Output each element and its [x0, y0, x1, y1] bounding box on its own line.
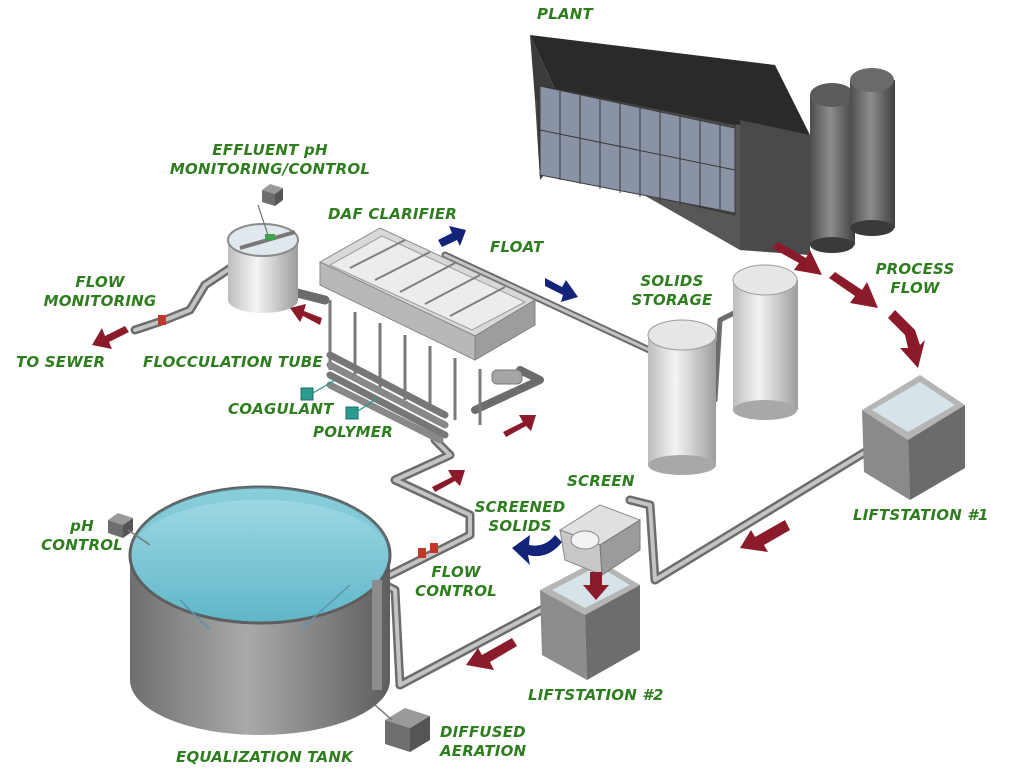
arrow-tank-up-2 — [503, 415, 536, 437]
plant-silos — [810, 68, 895, 253]
label-plant: PLANT — [537, 5, 595, 23]
label-liftstation-1: LIFTSTATION #1 — [853, 506, 989, 524]
label-flocculation-tube: FLOCCULATION TUBE — [143, 353, 323, 371]
label-flow-control-line2: CONTROL — [415, 582, 497, 600]
arrow-screen-down — [583, 572, 609, 600]
diffused-aeration-box — [374, 704, 430, 752]
label-flow-monitoring-line2: MONITORING — [44, 292, 157, 310]
label-diffused-aeration-line1: DIFFUSED — [440, 723, 526, 741]
label-to-sewer: TO SEWER — [16, 353, 105, 371]
label-solids-storage-line2: STORAGE — [632, 291, 713, 309]
label-daf-clarifier: DAF CLARIFIER — [328, 205, 457, 223]
label-coagulant: COAGULANT — [228, 400, 335, 418]
flow-monitoring-valve — [158, 315, 166, 325]
label-equalization-tank: EQUALIZATION TANK — [176, 748, 354, 766]
label-ph-control-line2: CONTROL — [41, 536, 123, 554]
label-process-flow-line2: FLOW — [890, 279, 941, 297]
arrow-float-2 — [545, 278, 578, 302]
label-float: FLOAT — [490, 238, 545, 256]
label-solids-storage-line1: SOLIDS — [640, 272, 703, 290]
flow-control-valve — [418, 543, 438, 558]
label-flow-monitoring-line1: FLOW — [75, 273, 126, 291]
label-effluent-ph-line1: EFFLUENT pH — [212, 141, 328, 159]
float-arrows — [438, 226, 578, 565]
label-effluent-ph-line2: MONITORING/CONTROL — [170, 160, 370, 178]
process-flow-arrows — [92, 242, 925, 670]
arrow-screened-solids — [512, 535, 562, 565]
screen-unit — [558, 504, 642, 576]
polymer-feed-box — [345, 397, 379, 420]
liftstation-1 — [862, 375, 965, 500]
daf-clarifier — [318, 227, 537, 425]
arrow-float-1 — [438, 226, 466, 247]
equalization-tank — [128, 485, 392, 735]
label-flow-control-line1: FLOW — [431, 563, 482, 581]
arrow-daf-to-effluent — [290, 304, 322, 325]
arrow-tank-up-1 — [432, 470, 465, 492]
arrow-to-sewer — [92, 326, 129, 349]
effluent-ph-tank — [227, 184, 299, 313]
arrow-liftstation1 — [740, 520, 790, 552]
label-liftstation-2: LIFTSTATION #2 — [528, 686, 664, 704]
flocculation-tube — [326, 351, 449, 444]
label-diffused-aeration-line2: AERATION — [439, 742, 527, 760]
solids-storage-tanks — [647, 264, 798, 475]
pipe-liftstation2-to-tank — [380, 580, 565, 690]
arrow-liftstation2 — [466, 638, 517, 670]
arrow-plant-2 — [829, 272, 878, 308]
label-polymer: POLYMER — [313, 423, 393, 441]
ph-control-box — [108, 513, 151, 546]
label-screened-solids-line1: SCREENED — [475, 498, 566, 516]
arrow-curve-down — [888, 310, 925, 368]
labels: PLANT EFFLUENT pH MONITORING/CONTROL DAF… — [16, 5, 989, 766]
label-screen: SCREEN — [567, 472, 635, 490]
label-process-flow-line1: PROCESS — [875, 260, 954, 278]
label-screened-solids-line2: SOLIDS — [488, 517, 551, 535]
piping — [130, 251, 890, 690]
label-ph-control-line1: pH — [69, 517, 94, 535]
coagulant-feed-box — [300, 379, 336, 401]
arrow-plant-1 — [772, 242, 822, 275]
plant-building — [530, 35, 810, 255]
